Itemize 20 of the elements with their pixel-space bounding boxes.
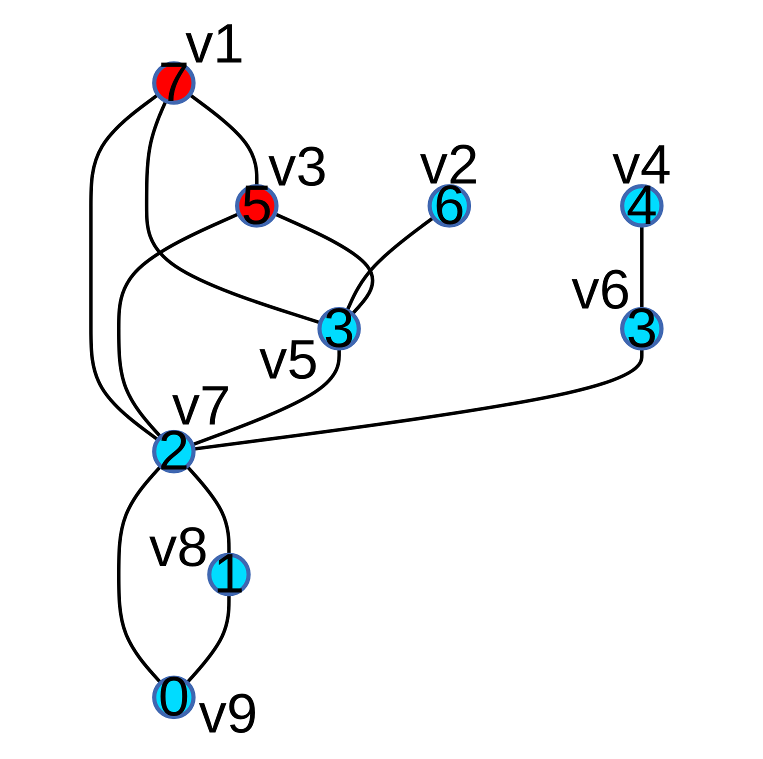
- node-circle: 3: [318, 306, 362, 350]
- connector: [640, 226, 644, 310]
- connector: [186, 465, 232, 555]
- connector: [346, 216, 435, 312]
- node-circle: 5: [235, 184, 279, 228]
- connector: [189, 93, 259, 186]
- node-circle: 1: [208, 552, 252, 596]
- connector: [274, 212, 375, 316]
- connector: [186, 594, 232, 684]
- vertex-name: v9: [199, 682, 258, 745]
- connector: [145, 100, 322, 324]
- connector: [117, 212, 240, 438]
- connector: [117, 465, 162, 684]
- connector: [192, 348, 342, 446]
- connector: [90, 93, 160, 442]
- vertex-name: v5: [260, 328, 319, 390]
- node-circle: 7: [152, 61, 196, 105]
- node-circle: 0: [152, 676, 196, 720]
- connector: [194, 348, 644, 451]
- vertex-name: v8: [150, 516, 208, 578]
